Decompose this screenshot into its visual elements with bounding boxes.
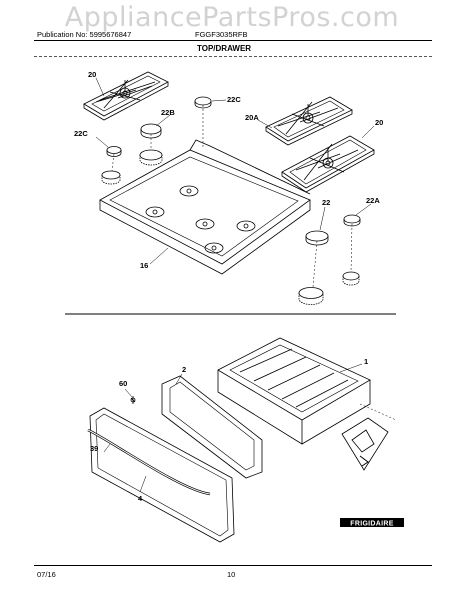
drawer-liner-illustration (161, 375, 263, 479)
callout-cap-right-small: 22A (366, 196, 380, 205)
top-leader-lines (95, 77, 375, 265)
footer-date: 07/16 (37, 570, 56, 579)
svg-text:FRIGIDAIRE: FRIGIDAIRE (350, 521, 393, 528)
model-number: FGGF3035RFB (195, 30, 248, 39)
right-grate-illustration (281, 135, 375, 193)
callout-drawer-box: 1 (364, 357, 368, 366)
left-grate-illustration (83, 71, 169, 121)
right-grate-a-illustration (265, 96, 353, 146)
callout-drawer-liner: 2 (182, 365, 186, 374)
callout-cooktop: 16 (140, 261, 148, 270)
callout-cap-small-left: 22C (74, 129, 88, 138)
drawer-front-illustration (89, 407, 235, 543)
footer-page-number: 10 (227, 570, 236, 579)
callout-handle: 39 (90, 444, 98, 453)
callout-cap-right-large: 22 (322, 198, 330, 207)
callout-grate-right-inner: 20A (245, 113, 259, 122)
publication-number: Publication No: 5995676847 (37, 30, 132, 39)
watermark-text: AppliancePartsPros.com (64, 2, 400, 33)
burner-caps-illustration (101, 96, 361, 305)
callout-grate-left: 20 (88, 70, 96, 79)
screw-illustration (130, 396, 136, 404)
section-title: TOP/DRAWER (197, 44, 252, 53)
callout-grate-right: 20 (375, 118, 383, 127)
footer-rule (34, 565, 432, 566)
slide-detail-inset (341, 417, 389, 471)
callout-cap-medium-top: 22B (161, 108, 175, 117)
callout-labels: 20 22C 22B 20A 20 22C 22 22A 16 1 2 60 3… (74, 70, 383, 503)
frigidaire-logo: FRIGIDAIRE (340, 518, 404, 528)
callout-cap-small-top: 22C (227, 95, 241, 104)
callout-drawer-front: 4 (138, 494, 143, 503)
drawer-box-illustration (217, 337, 397, 445)
header-rule (34, 40, 432, 41)
cooktop-illustration (99, 139, 311, 275)
callout-screw: 60 (119, 379, 127, 388)
top-dashed-rule (34, 56, 432, 57)
drawer-handle-illustration (87, 428, 211, 496)
bottom-leader-lines (103, 363, 363, 493)
